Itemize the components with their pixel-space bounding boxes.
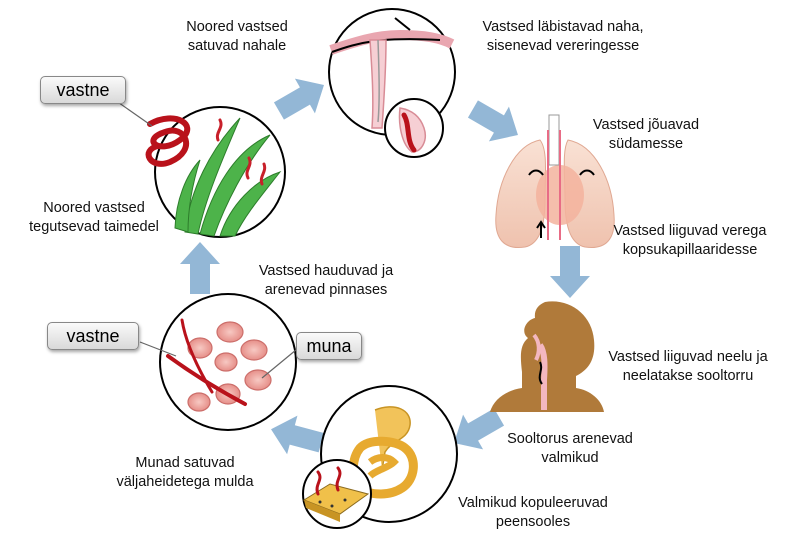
stage-label-adults-develop: Sooltorus arenevad valmikud [500,430,640,468]
arrow-plants-to-skin [273,78,324,120]
throat-silhouette [490,301,604,412]
stage-label-larvae-on-plants: Noored vastsed tegutsevad taimedel [4,199,184,237]
stage-label-line: Vastsed läbistavad naha, [482,19,644,35]
arrow-intestine-to-soil [271,415,324,455]
stage-label-line: arenevad pinnases [264,282,388,298]
stage-label-lung-capillaries: Vastsed liiguvad verega kopsukapillaarid… [590,222,790,260]
intestine-circle [302,385,458,529]
stage-label-line: tegutsevad taimedel [29,219,159,235]
stage-label-line: kopsukapillaaridesse [622,242,758,258]
stage-label-penetrate-skin: Vastsed läbistavad naha, sisenevad verer… [458,18,668,56]
stage-label-line: Noored vastsed [43,200,145,216]
eggs-circle [139,293,303,431]
stage-label-throat-swallowed: Vastsed liiguvad neelu ja neelatakse soo… [588,348,788,386]
plants-larva-circle [111,97,286,238]
stage-label-line: väljaheidetega mulda [116,474,254,490]
arrow-throat-to-intestine [454,408,505,450]
callout-egg: muna [296,332,362,360]
cycle-arrows [180,78,590,455]
stage-label-hatch-in-soil: Vastsed hauduvad ja arenevad pinnases [236,262,416,300]
stage-label-reach-heart: Vastsed jõuavad südamesse [576,116,716,154]
stage-label-line: Vastsed jõuavad [592,117,700,133]
stage-label-line: südamesse [608,136,684,152]
stage-label-line: Sooltorus arenevad [507,431,633,447]
stage-label-larvae-reach-skin: Noored vastsed satuvad nahale [152,18,322,56]
arrow-lungs-to-throat [550,246,590,298]
stage-label-line: Valmikud kopuleeruvad [458,495,608,511]
stage-label-line: Vastsed hauduvad ja [258,263,394,279]
lungs-heart-illustration [495,114,615,249]
stage-label-eggs-in-soil: Munad satuvad väljaheidetega mulda [90,454,280,492]
stage-label-line: valmikud [541,450,599,466]
arrow-soil-to-plants [180,242,220,294]
stage-label-adults-mate: Valmikud kopuleeruvad peensooles [438,494,628,532]
arrow-skin-to-heart [467,100,518,142]
stage-label-line: satuvad nahale [187,38,287,54]
stage-label-line: sisenevad vereringesse [486,38,640,54]
stage-label-line: Munad satuvad [135,455,235,471]
callout-larva-top: vastne [40,76,126,104]
callout-larva-bottom: vastne [47,322,139,350]
stage-label-line: Vastsed liiguvad neelu ja [608,349,768,365]
stage-label-line: neelatakse sooltorru [622,368,754,384]
skin-penetration-circle [328,8,456,158]
stage-label-line: Noored vastsed [186,19,288,35]
stage-label-line: peensooles [495,514,571,530]
stage-label-line: Vastsed liiguvad verega [613,223,767,239]
